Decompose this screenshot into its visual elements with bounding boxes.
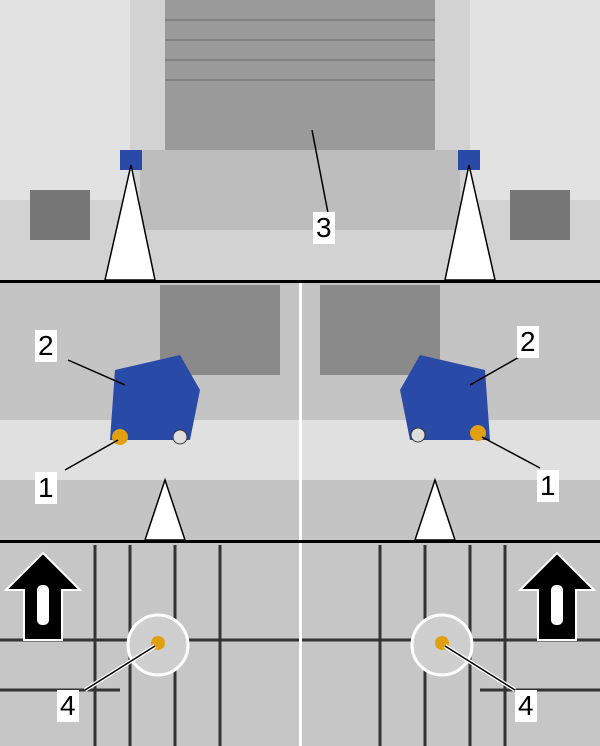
callout-left-bolt: 1	[35, 472, 57, 504]
callout-radiator: 3	[313, 212, 335, 244]
callout-right-underbody-bolt: 4	[515, 690, 537, 722]
callout-left-sensor: 2	[35, 330, 57, 362]
forward-direction-car-arrow-icon	[3, 551, 83, 641]
right-underbody-panel	[302, 543, 600, 746]
overview-panel	[0, 0, 600, 281]
callout-right-bolt: 1	[537, 470, 559, 502]
callout-left-underbody-bolt: 4	[57, 690, 79, 722]
radiator	[165, 0, 435, 150]
left-sensor	[110, 355, 200, 440]
forward-direction-car-arrow-icon	[517, 551, 597, 641]
callout-right-sensor: 2	[517, 326, 539, 358]
left-sensor-overview	[120, 150, 142, 170]
right-sensor-overview	[458, 150, 480, 170]
left-underbody-panel	[0, 543, 299, 746]
right-sensor	[400, 355, 490, 440]
